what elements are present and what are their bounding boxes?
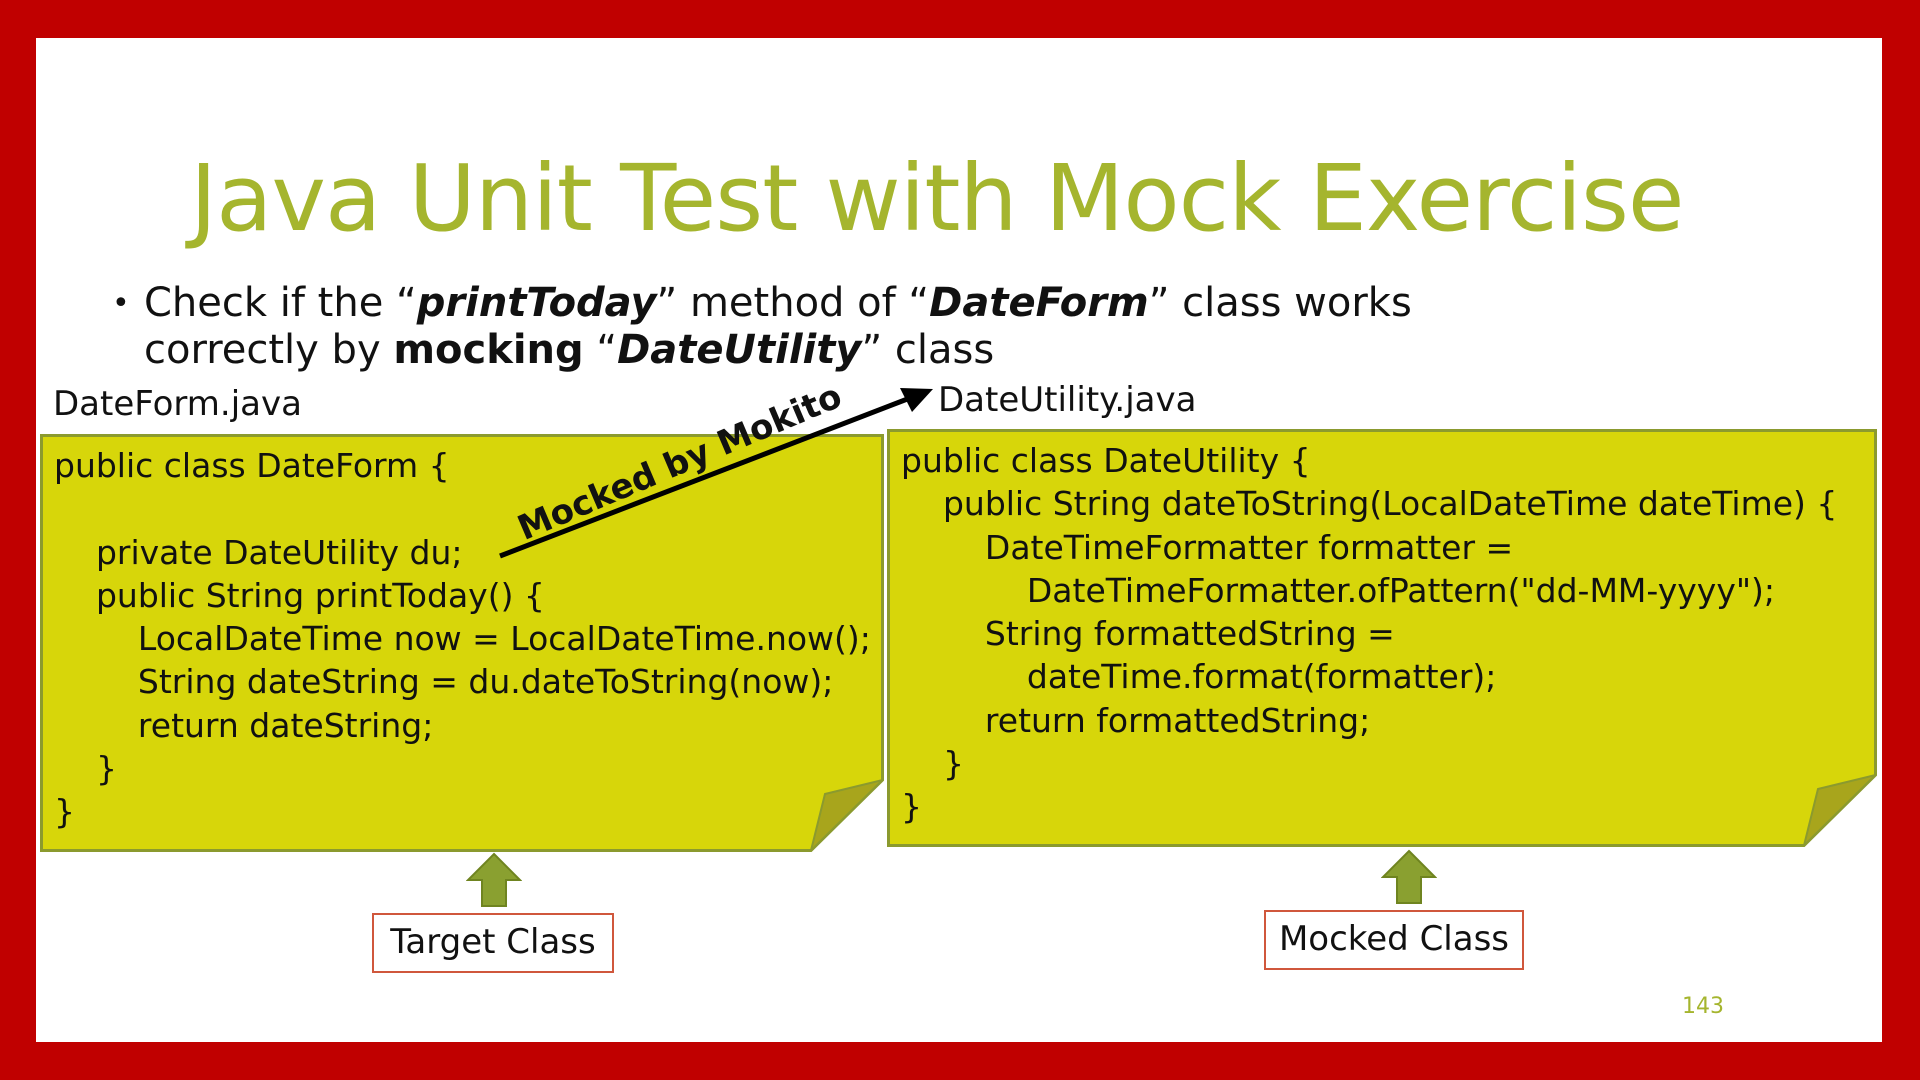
slide-title: Java Unit Test with Mock Exercise	[190, 145, 1685, 252]
mocked-up-arrow	[1381, 849, 1437, 904]
code-line: public String printToday() {	[54, 575, 545, 615]
code-line: private DateUtility du;	[54, 532, 463, 572]
code-line: LocalDateTime now = LocalDateTime.now();	[54, 619, 871, 659]
target-class-tag: Target Class	[372, 913, 614, 973]
code-line: String formattedString =	[901, 614, 1395, 654]
code-line: }	[54, 749, 117, 789]
code-line: }	[901, 744, 964, 784]
code-line: public String dateToString(LocalDateTime…	[901, 484, 1838, 524]
mocked-class-name: DateUtility	[617, 327, 862, 373]
code-line: }	[901, 787, 922, 827]
code-line: DateTimeFormatter formatter =	[901, 527, 1514, 567]
bullet-marker: •	[112, 286, 130, 321]
right-note-shape	[887, 429, 1877, 847]
right-code-note: public class DateUtility { public String…	[887, 429, 1877, 847]
code-line: public class DateUtility {	[901, 441, 1311, 480]
method-name: printToday	[416, 280, 657, 326]
right-code-block: public class DateUtility { public String…	[901, 439, 1837, 829]
left-code-note: public class DateForm { private DateUtil…	[40, 434, 884, 852]
right-filename: DateUtility.java	[938, 380, 1197, 420]
page-number: 143	[1682, 994, 1724, 1019]
code-line: public class DateForm {	[54, 446, 450, 485]
bullet-line-1: Check if the “printToday” method of “Dat…	[144, 280, 1412, 326]
class-name: DateForm	[929, 280, 1149, 326]
code-line: }	[54, 792, 75, 832]
left-filename: DateForm.java	[53, 384, 302, 424]
left-code-block: public class DateForm { private DateUtil…	[54, 444, 871, 834]
code-line: return formattedString;	[901, 700, 1371, 740]
mocking-emphasis: mocking	[393, 327, 584, 373]
code-line: String dateString = du.dateToString(now)…	[54, 662, 834, 702]
code-line: DateTimeFormatter.ofPattern("dd-MM-yyyy"…	[901, 570, 1776, 610]
code-line: dateTime.format(formatter);	[901, 657, 1497, 697]
code-line: return dateString;	[54, 705, 434, 745]
mocked-class-tag: Mocked Class	[1264, 910, 1524, 970]
target-up-arrow	[466, 852, 522, 907]
bullet-line-2: correctly by mocking “DateUtility” class	[144, 327, 995, 373]
left-note-shape	[40, 434, 884, 852]
